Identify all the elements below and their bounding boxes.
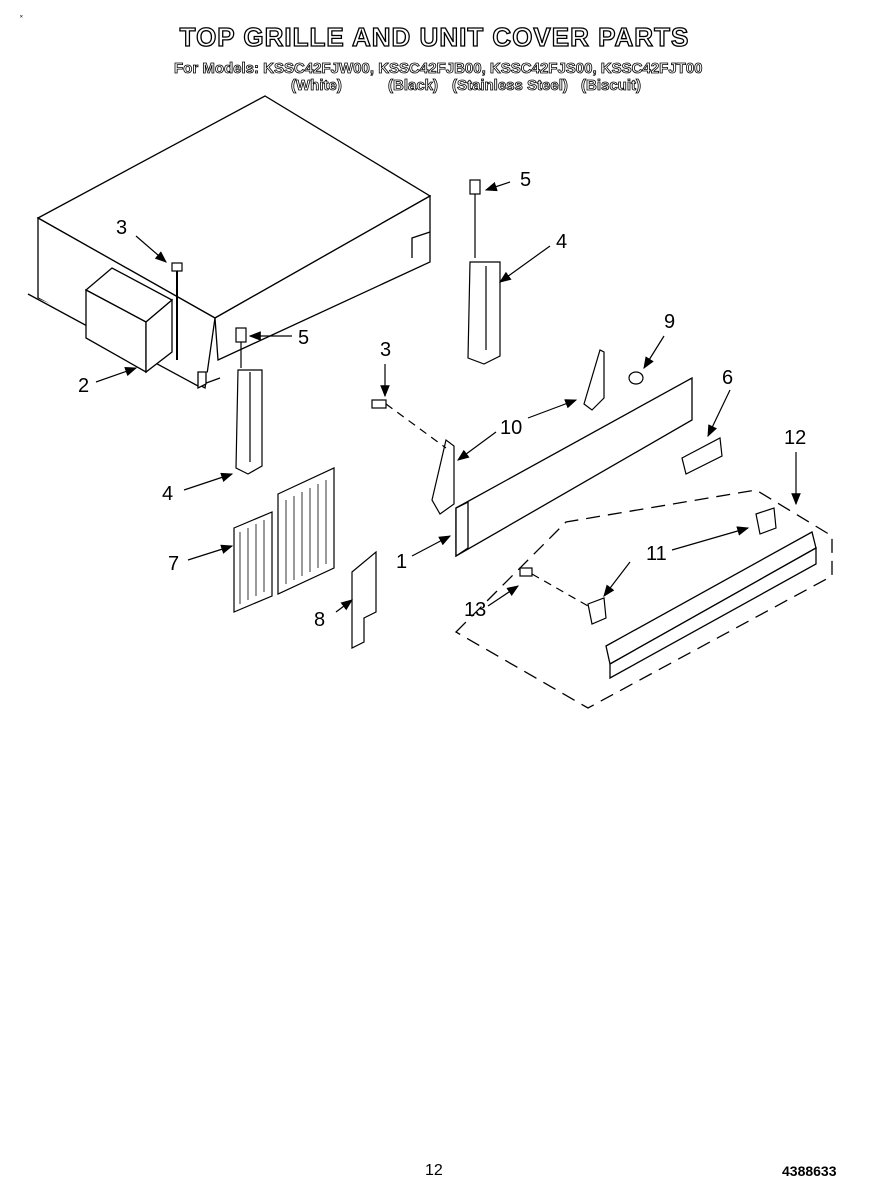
page-title: TOP GRILLE AND UNIT COVER PARTS <box>179 21 690 52</box>
front-panel <box>455 376 693 558</box>
callout-9: 9 <box>664 311 675 333</box>
bracket-right <box>467 179 501 365</box>
side-brackets <box>431 349 605 515</box>
models-line: For Models: KSSC42FJW00, KSSC42FJB00, KS… <box>174 60 703 78</box>
callout-8: 8 <box>314 609 325 631</box>
nut <box>628 371 644 385</box>
control-box <box>84 267 174 374</box>
callout-3-lower: 3 <box>380 339 391 361</box>
callout-12: 12 <box>784 427 806 449</box>
leader-arrows <box>95 181 801 613</box>
trim-rails <box>605 531 817 680</box>
callout-5-lower: 5 <box>298 327 309 349</box>
callout-4-lower: 4 <box>162 483 173 505</box>
variant-white: (White) <box>291 77 343 95</box>
variant-biscuit: (Biscuit) <box>581 77 642 95</box>
filter <box>351 550 377 649</box>
handle <box>681 437 723 475</box>
callout-3-upper: 3 <box>116 217 127 239</box>
corner-mark: ˟ <box>20 14 23 23</box>
callout-11: 11 <box>646 543 667 565</box>
grille-panels <box>233 467 335 613</box>
callout-5-upper: 5 <box>520 169 531 191</box>
variant-black: (Black) <box>388 77 439 95</box>
screw-3b <box>371 399 447 449</box>
callout-6: 6 <box>722 367 733 389</box>
unit-cover <box>27 95 432 390</box>
callout-13: 13 <box>464 599 486 621</box>
callout-1: 1 <box>396 551 407 573</box>
clips <box>587 507 777 625</box>
callout-2: 2 <box>78 375 89 397</box>
variant-stainless-steel: (Stainless Steel) <box>452 77 569 95</box>
page-number: 12 <box>425 1162 443 1179</box>
screw-13 <box>519 567 589 607</box>
callout-10: 10 <box>500 417 522 439</box>
trim-kit-boundary <box>454 489 833 709</box>
bracket-left <box>235 327 263 475</box>
callout-4-upper: 4 <box>556 231 567 253</box>
screw-3a <box>171 262 183 360</box>
document-number: 4388633 <box>782 1163 837 1179</box>
callout-7: 7 <box>168 553 179 575</box>
